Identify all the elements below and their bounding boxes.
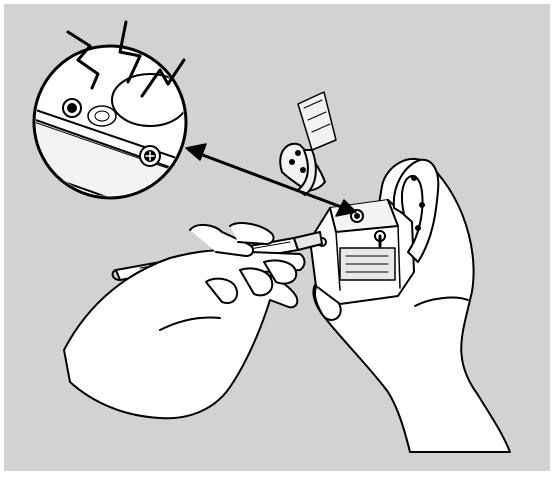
collar-receiver (310, 200, 414, 304)
screw-icon-2 (140, 146, 160, 166)
screw-icon (63, 99, 81, 117)
